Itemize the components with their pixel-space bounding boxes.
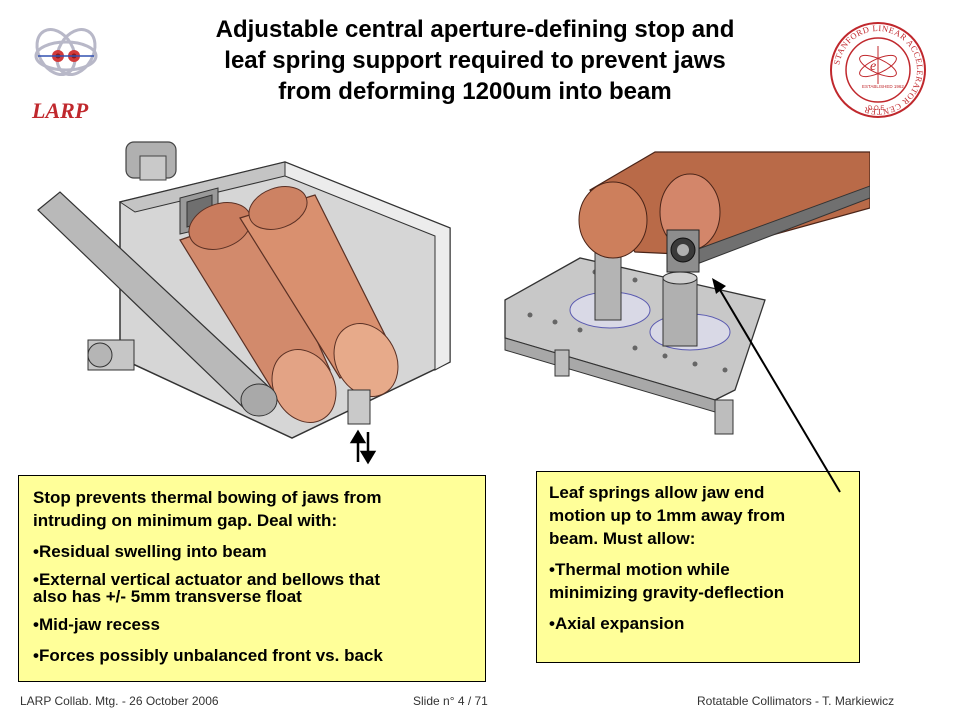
left-bullet-2-cont: also has +/- 5mm transverse float [33, 587, 302, 606]
left-notes-box: Stop prevents thermal bowing of jaws fro… [18, 475, 486, 682]
collimator-stop-render [30, 140, 460, 470]
left-bullet-4: •Forces possibly unbalanced front vs. ba… [33, 646, 383, 665]
right-bullet-1: •Thermal motion while [549, 560, 730, 579]
vertical-motion-arrows-icon [349, 429, 377, 465]
footer-slide-number: Slide n° 4 / 71 [413, 694, 488, 708]
seal-established: ESTABLISHED 1962 [862, 84, 904, 89]
right-notes-box: Leaf springs allow jaw end motion up to … [536, 471, 860, 663]
leaf-spring-render [485, 150, 871, 442]
left-bullet-2: •External vertical actuator and bellows … [33, 570, 380, 589]
svg-text:e: e [870, 59, 876, 74]
slide-title: Adjustable central aperture-defining sto… [160, 14, 790, 107]
seal-doe: D.O.E. [868, 106, 886, 112]
left-bullet-3: •Mid-jaw recess [33, 615, 160, 634]
title-line-3: from deforming 1200um into beam [278, 78, 672, 105]
slac-seal-icon: STANFORD LINEAR ACCELERATOR CENTER e EST… [830, 22, 926, 118]
right-bullet-2: •Axial expansion [549, 614, 685, 633]
right-bullet-1-cont: minimizing gravity-deflection [549, 583, 785, 602]
title-line-1: Adjustable central aperture-defining sto… [215, 16, 735, 43]
right-intro-line-1: Leaf springs allow jaw end [549, 483, 765, 502]
larp-emblem-icon: LARP [31, 28, 98, 123]
right-intro-line-3: beam. Must allow: [549, 529, 696, 548]
slac-seal: STANFORD LINEAR ACCELERATOR CENTER e EST… [828, 18, 928, 122]
left-bullet-1: •Residual swelling into beam [33, 542, 267, 561]
footer-author: Rotatable Collimators - T. Markiewicz [697, 694, 895, 708]
larp-logo: LARP [22, 14, 122, 124]
title-line-2: leaf spring support required to prevent … [224, 47, 726, 74]
right-intro-line-2: motion up to 1mm away from [549, 506, 786, 525]
left-intro-line-2: intruding on minimum gap. Deal with: [33, 511, 338, 530]
footer-meeting: LARP Collab. Mtg. - 26 October 2006 [20, 694, 219, 708]
left-intro-line-1: Stop prevents thermal bowing of jaws fro… [33, 488, 382, 507]
larp-logo-text: LARP [31, 98, 89, 123]
